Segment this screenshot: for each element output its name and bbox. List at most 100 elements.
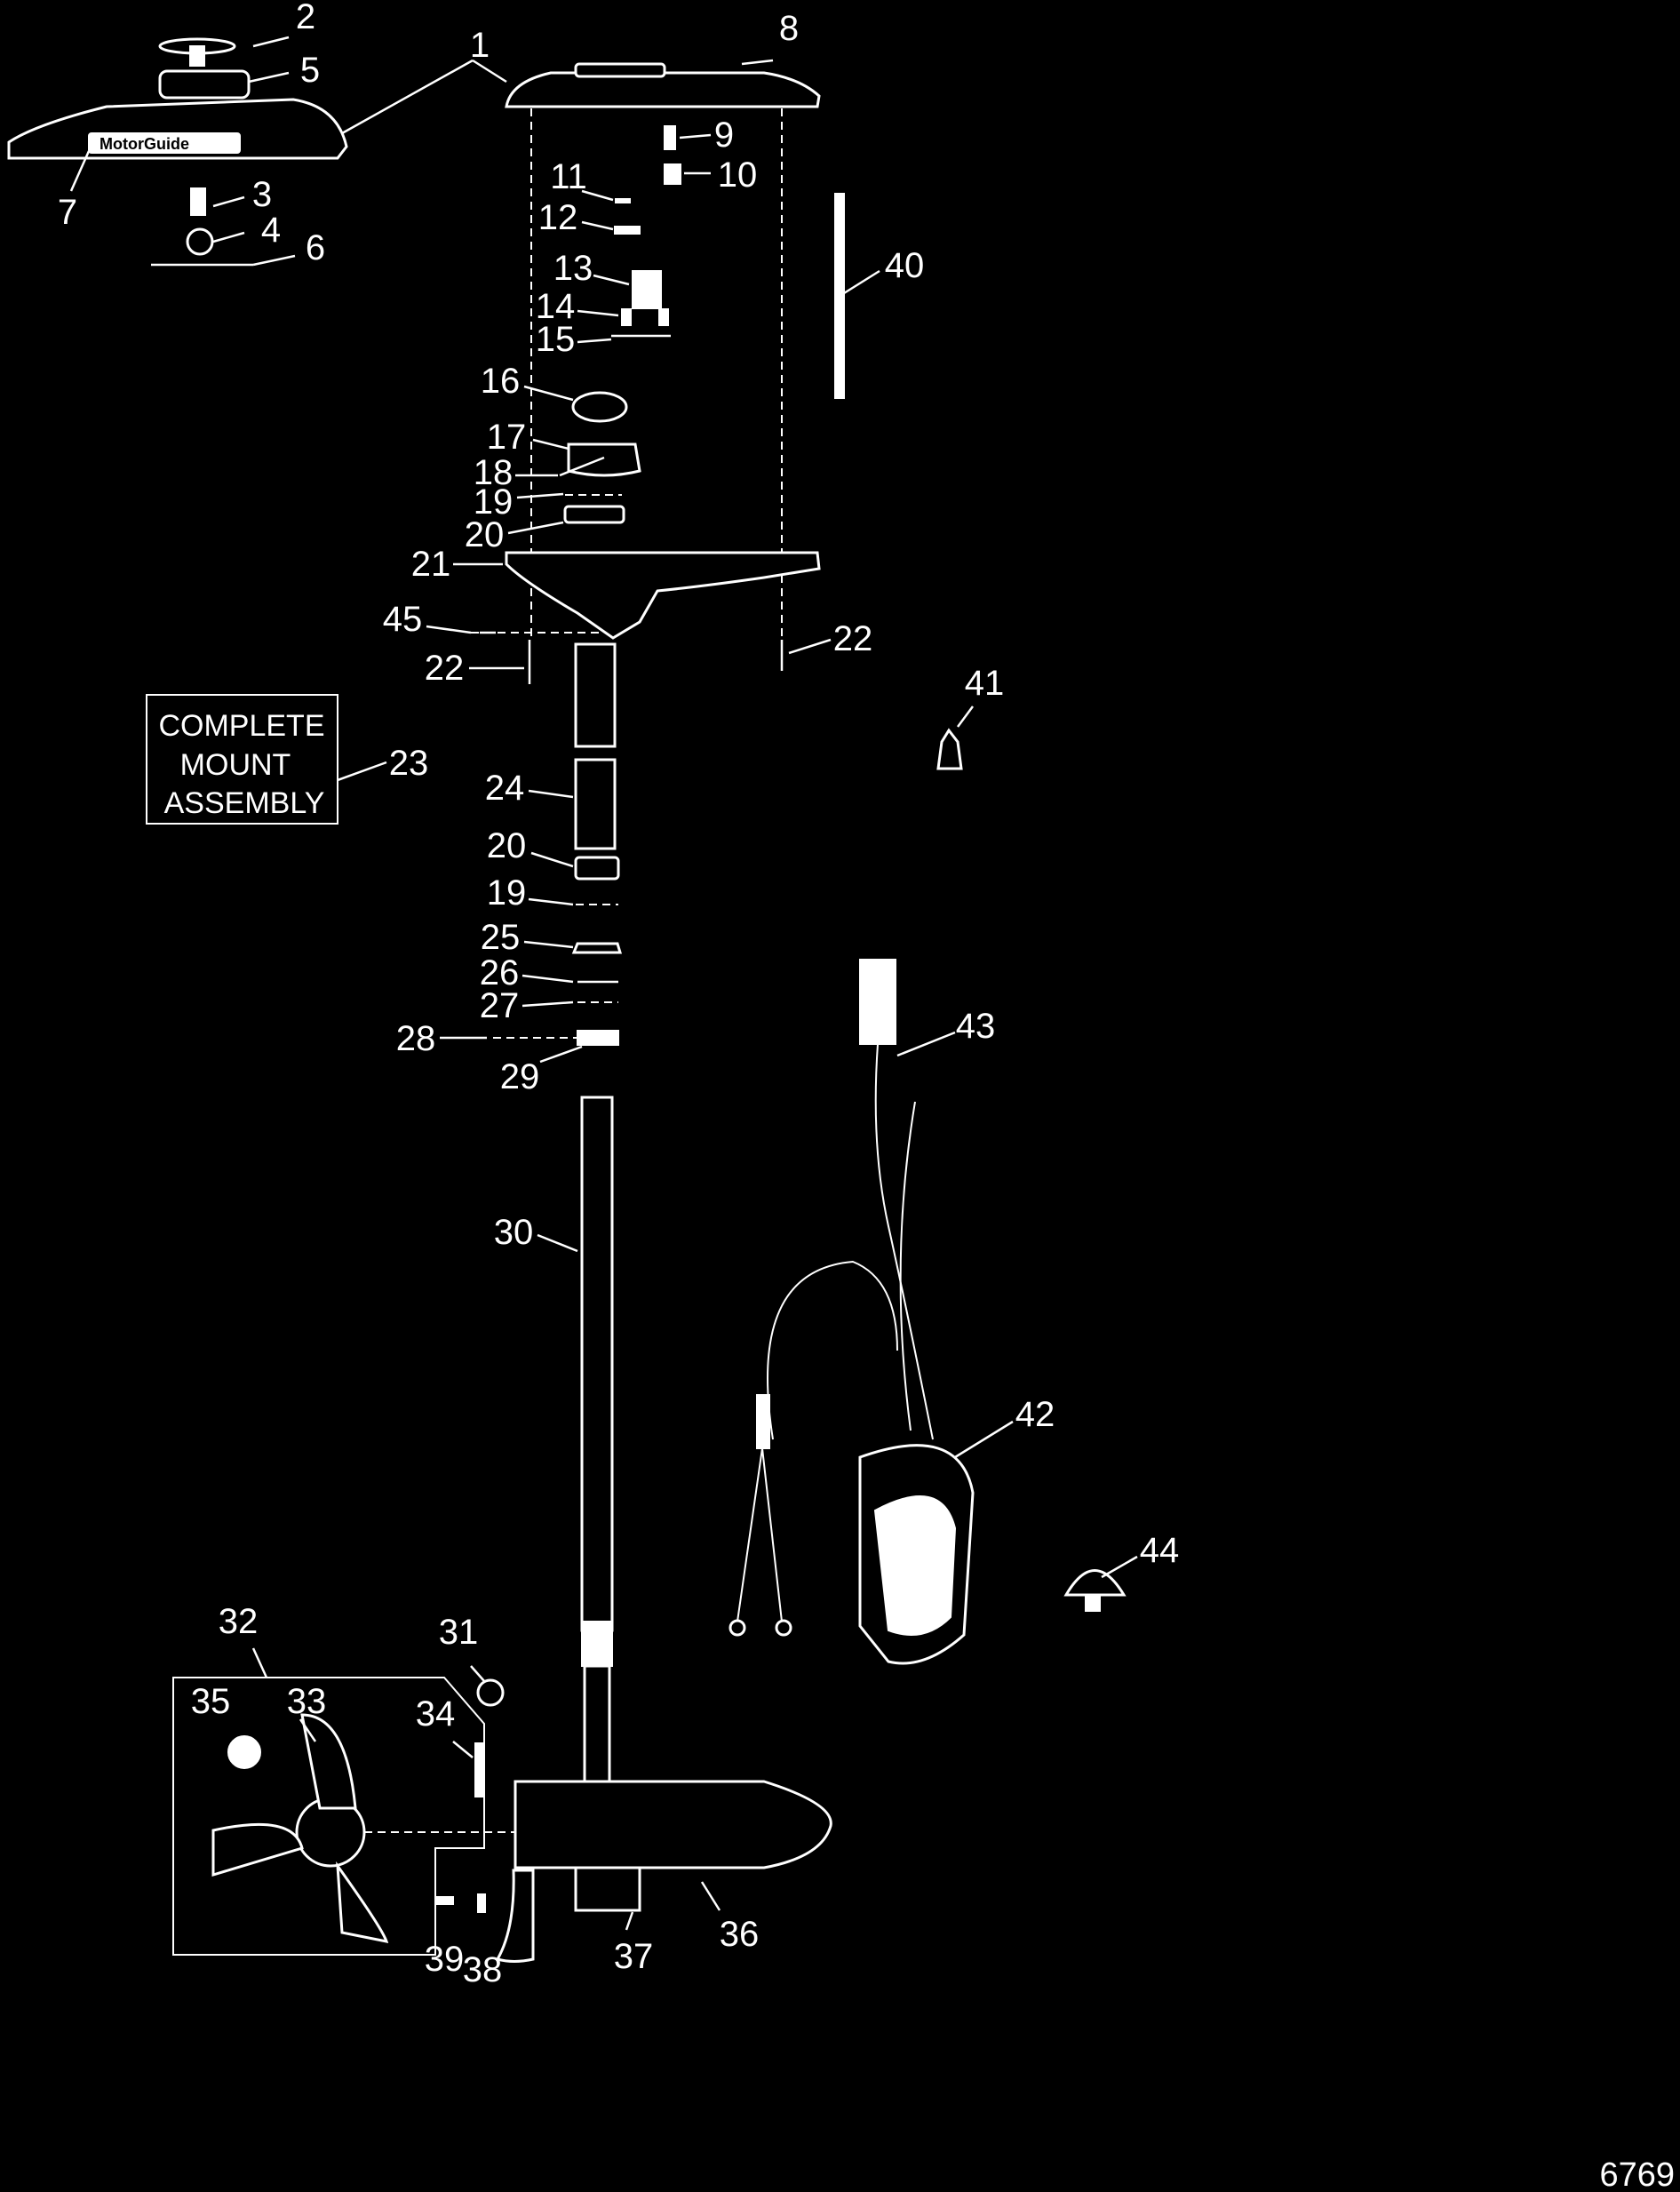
skeg-part [495,1869,535,1963]
part-label-12: 12 [538,198,578,237]
shaft-thread-part [581,1621,613,1667]
composite-shaft-part [580,1096,614,1632]
part-label-28: 28 [396,1019,436,1058]
callout-line-1: COMPLETE [158,709,324,743]
part-label-36: 36 [720,1915,760,1954]
part-label-39: 39 [425,1940,465,1979]
leader-36 [700,1881,721,1911]
callout-box-frame [146,694,338,825]
leader-23 [337,761,387,782]
leader-37 [625,1911,634,1931]
part-label-22-left: 22 [425,649,465,688]
leader-24 [528,789,574,799]
leader-42 [954,1420,1014,1459]
part-label-27: 27 [480,986,520,1025]
leader-12 [581,220,614,231]
foot-pedal-pad-part [873,1495,957,1636]
leader-lines-group [69,36,1138,1931]
screw39-part [434,1896,454,1905]
leader-1-a [472,59,507,84]
part-label-13: 13 [553,249,593,288]
part-label-19-lower: 19 [487,873,527,913]
lead-part [756,1394,770,1449]
cable-tie-part [834,193,845,399]
part-label-4: 4 [261,211,281,250]
part-label-30: 30 [494,1213,534,1252]
spring-part [190,187,206,216]
part-label-33: 33 [287,1682,327,1721]
part-label-7: 7 [58,193,77,232]
washer31-part [476,1678,505,1707]
leader-14 [577,309,619,317]
part-label-19: 19 [474,482,514,522]
lower-unit-group [172,1677,832,1963]
leader-40 [843,269,880,295]
knob-base-part [158,69,251,100]
upper-tube-part [574,642,617,748]
propeller-blade-bottom [336,1861,389,1943]
connector-part [614,226,641,235]
part-label-15: 15 [536,320,576,359]
part-label: 1 [470,26,490,65]
leader-20 [507,521,564,535]
part-label-44: 44 [1140,1531,1180,1570]
part-label-40: 40 [885,246,925,285]
bushing-part [563,505,625,524]
part-label-5: 5 [300,51,320,90]
head-top-cover-part [505,71,821,108]
motor-housing-part [514,1780,832,1869]
nut-part [186,227,214,256]
part-label-18: 18 [474,453,514,492]
leader-27 [522,1000,574,1008]
propeller-blade-left [211,1822,304,1877]
leader-5 [248,71,290,84]
part-label-32: 32 [219,1602,259,1641]
switch-part [632,270,662,309]
leader-45 [426,625,472,634]
part-label-34: 34 [416,1694,456,1734]
leader-20-lower [530,851,574,868]
part-number-labels: 1 [470,26,490,65]
wire-nut-part [936,728,963,770]
leader-44 [1101,1555,1138,1579]
part-label-42: 42 [1015,1395,1055,1434]
part-label-21: 21 [411,545,451,584]
leader-4 [212,231,245,243]
part-label-3: 3 [252,175,272,214]
leader-34 [452,1741,474,1758]
leader-1-b [341,59,474,135]
key38-part [477,1893,486,1913]
leader-2 [252,36,290,48]
part-label-10: 10 [718,155,758,195]
nut35-part [227,1735,261,1769]
part-labels-layer: 2 5 3 4 6 7 8 9 10 11 12 13 14 15 16 17 … [58,0,1179,1989]
part-label-45: 45 [383,600,423,639]
part-label-22-right: 22 [833,619,873,658]
part-label-29: 29 [500,1057,540,1096]
part-label-31: 31 [439,1613,479,1652]
pedal-loop-cable-part [767,1260,898,1440]
part-label-24: 24 [485,769,525,808]
pin34-part [474,1742,483,1797]
bushing20-lower-part [574,856,620,881]
part-label-25: 25 [481,918,521,957]
callout-line-2: MOUNT [180,748,291,782]
part-label-17: 17 [487,418,527,457]
terminal-left-part [729,1619,746,1637]
washer25-part [571,942,623,954]
accessories-group [729,193,1127,1665]
foot-pedal-cover-group: MotorGuide [7,37,348,267]
head-assembly-group [471,62,821,684]
leader-17 [532,438,569,450]
leader-22-right [788,638,832,655]
shaft-group [493,642,623,1783]
part-label-14: 14 [536,287,576,326]
leader-43 [896,1031,956,1057]
mid-tube-part [574,758,617,850]
part-label-11: 11 [550,157,587,196]
leader-19 [516,492,564,499]
leader-25 [523,940,574,949]
part-label-41: 41 [965,664,1005,703]
leader-30 [537,1233,578,1253]
